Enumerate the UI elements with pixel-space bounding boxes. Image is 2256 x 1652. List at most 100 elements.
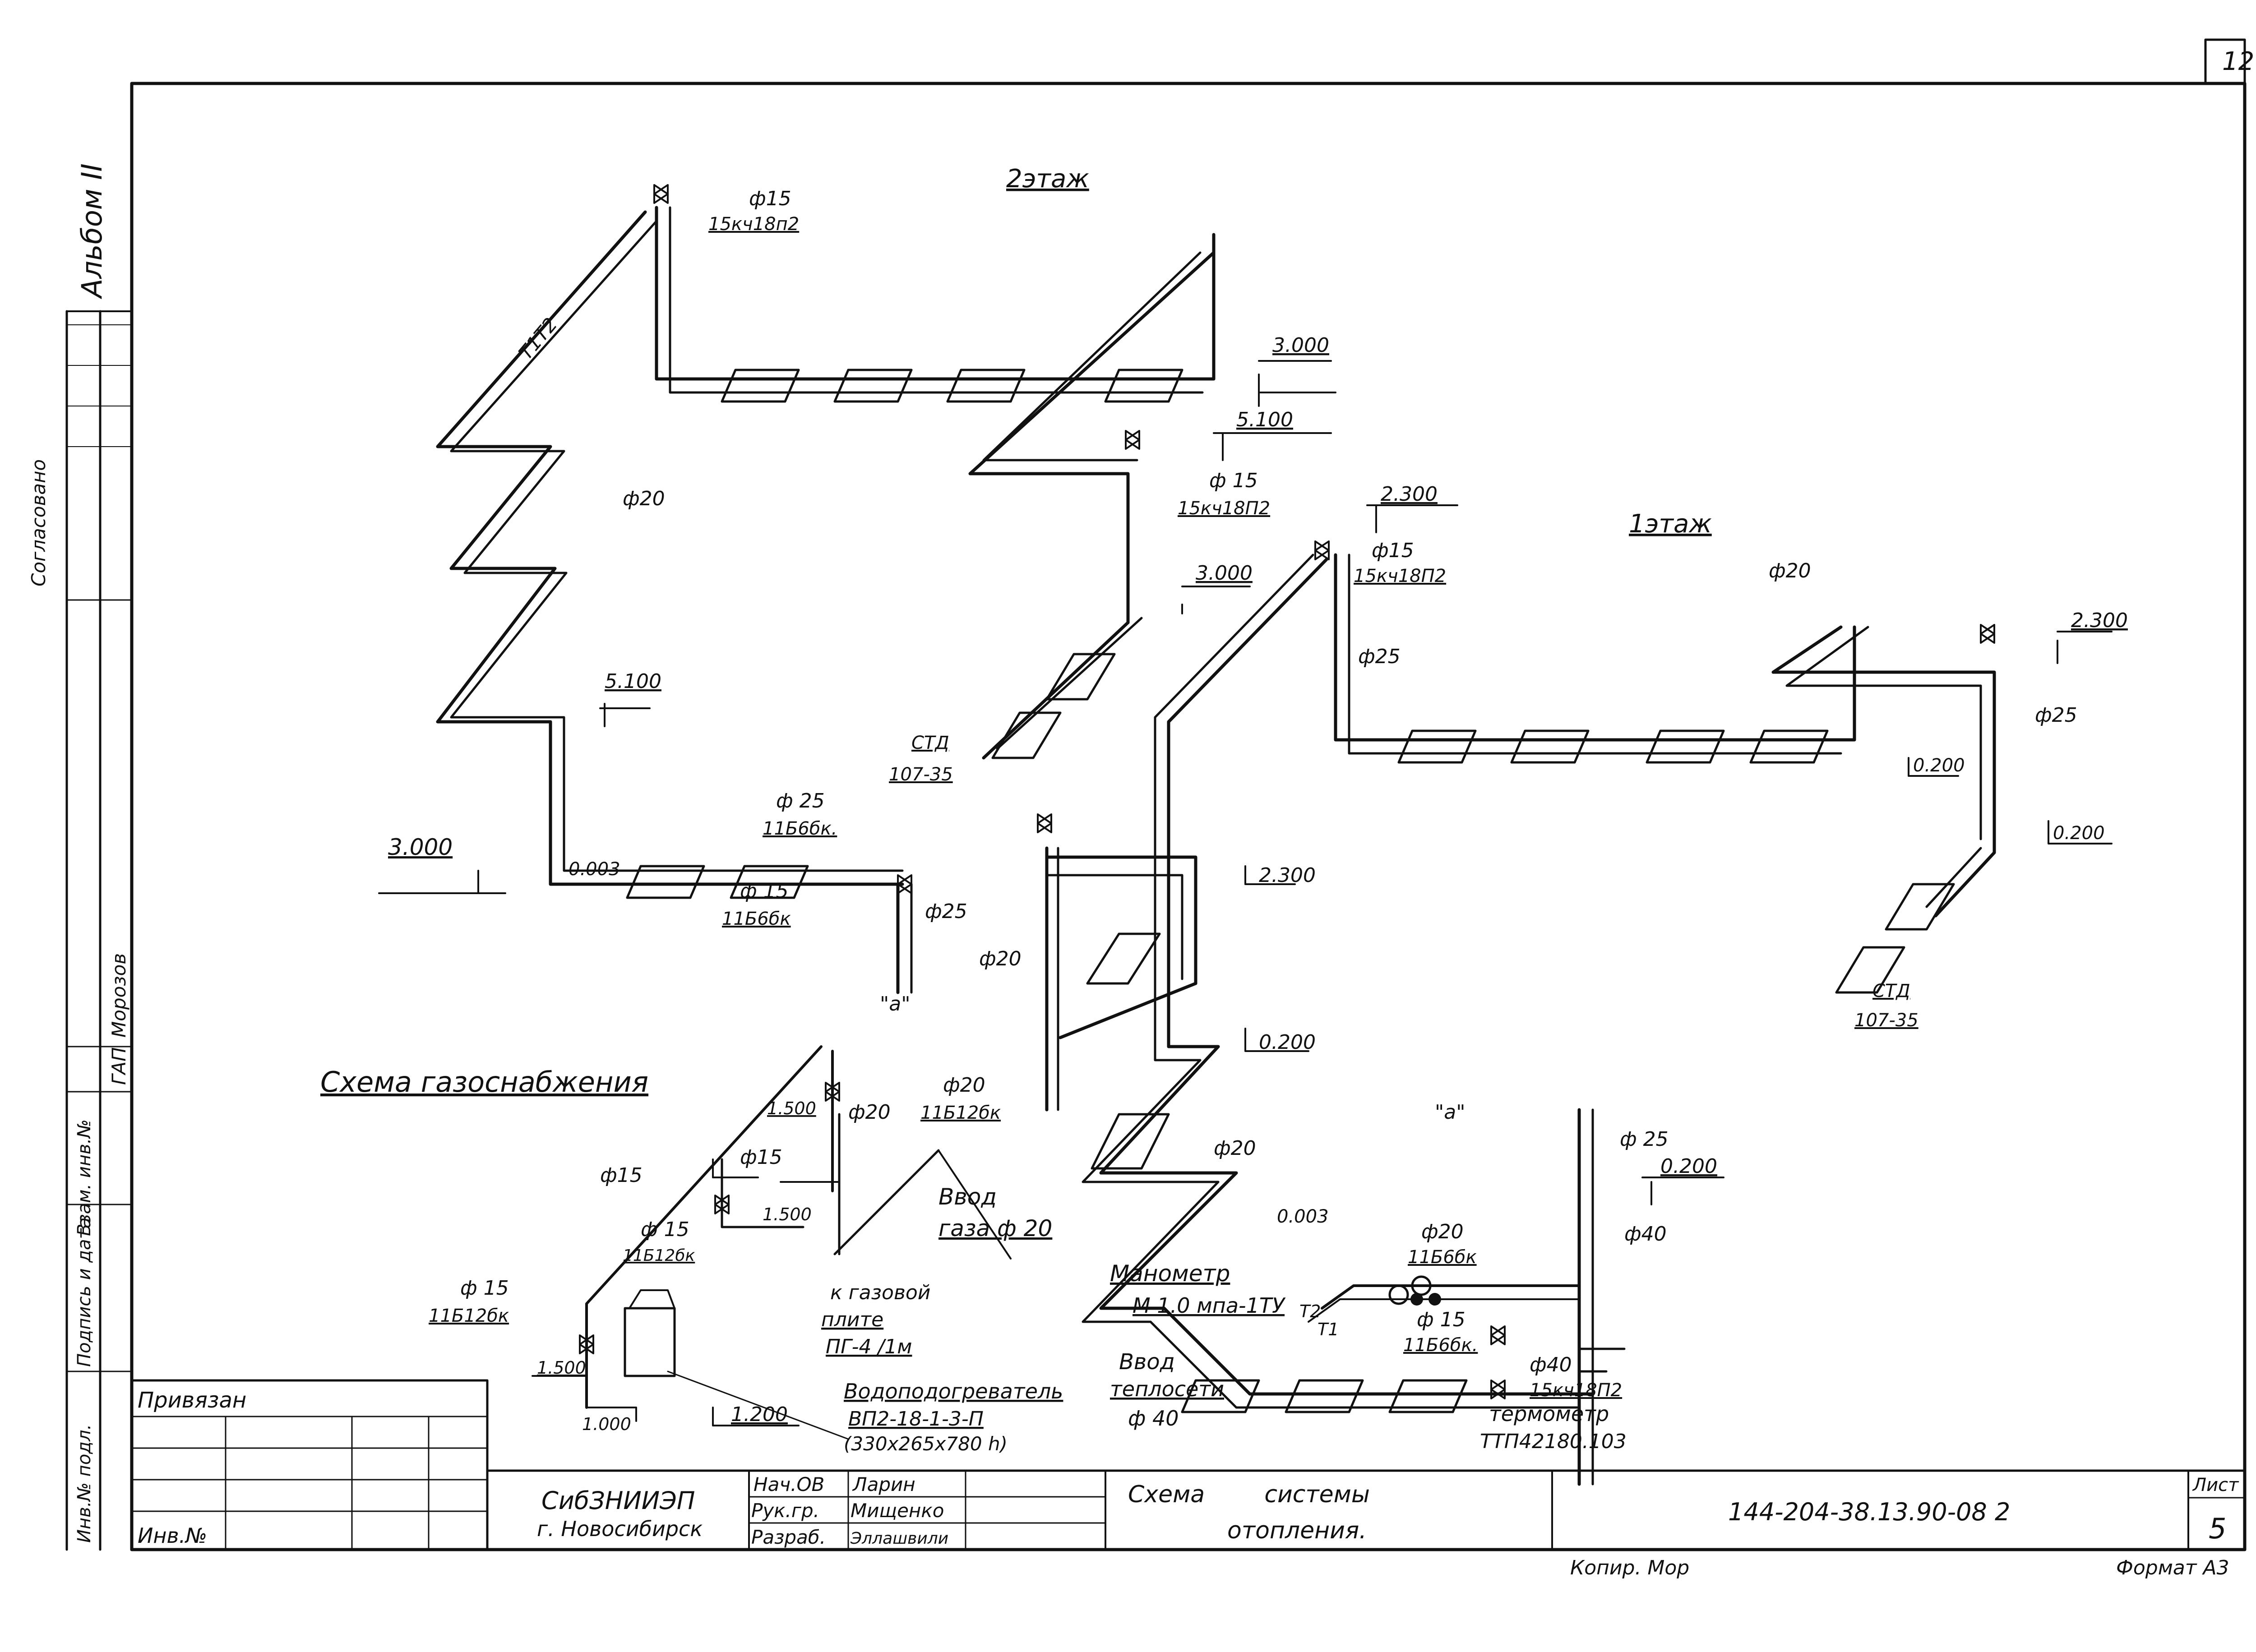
heater-b: ВП2-18-1-3-П: [848, 1407, 984, 1431]
gas-input-b: газа ф 20: [938, 1215, 1052, 1241]
riser-label: Т1Т2: [514, 314, 562, 364]
level-1500-c: 1.500: [537, 1358, 586, 1378]
t2-label: Т2: [1299, 1301, 1321, 1321]
manometer-b: М 1.0 мпа-1ТУ: [1133, 1293, 1286, 1318]
gas-piping: [585, 1045, 1012, 1440]
level-2300-c: 2.300: [2071, 609, 2128, 632]
label-valve-k: 15кч18П2: [1530, 1380, 1622, 1401]
label-d15-d: ф 15: [740, 880, 789, 903]
level-5100-a: 5.100: [1236, 408, 1293, 431]
name-2: Мищенко: [851, 1500, 944, 1522]
mark-a-2: "а": [1435, 1101, 1465, 1124]
role-3: Разраб.: [751, 1526, 826, 1548]
mark-a-1: "а": [880, 992, 910, 1015]
label-d20-e: ф20: [848, 1101, 891, 1124]
label-valve-b: 15кч18П2: [1178, 498, 1270, 519]
inv-no-label: Инв.№: [138, 1523, 207, 1548]
label-d15-h: ф 15: [460, 1277, 509, 1300]
inv-replace-label: Взам. инв.№: [74, 1119, 95, 1236]
label-d15-f: ф15: [600, 1164, 643, 1187]
label-d25-d: ф25: [925, 900, 967, 923]
label-valve-h: 11Б12бк: [429, 1306, 509, 1326]
label-d25-c: ф 25: [776, 789, 825, 812]
role-2: Рук.гр.: [751, 1500, 819, 1522]
label-valve-f: 11Б12бк: [920, 1103, 1001, 1123]
level-0200-b: 0.200: [1913, 755, 1965, 776]
heat-input-a: Ввод: [1119, 1349, 1175, 1375]
floor-2-label: 2этаж: [1006, 164, 1089, 194]
t1-label: Т1: [1318, 1320, 1339, 1339]
gas-input-a: Ввод: [938, 1184, 997, 1210]
agreed-label: Согласовано: [28, 459, 50, 586]
label-d20-a: ф20: [623, 487, 665, 510]
stove-b: плите: [821, 1308, 883, 1331]
level-0200-d: 0.200: [1660, 1155, 1717, 1178]
org-name: СибЗНИИЭП: [541, 1486, 695, 1515]
name-1: Ларин: [852, 1473, 915, 1495]
label-d20-b: ф20: [1769, 559, 1811, 582]
level-0200-c: 0.200: [2053, 823, 2105, 844]
label-valve-c: 15кч18П2: [1354, 566, 1446, 586]
org-city: г. Новосибирск: [537, 1517, 703, 1541]
label-d15-c: ф15: [1372, 539, 1414, 562]
label-d15-a: ф15: [749, 187, 791, 210]
manometer-a: Манометр: [1110, 1260, 1230, 1287]
label-d15-e: ф15: [740, 1146, 782, 1169]
gap-label: ГАП: [108, 1047, 130, 1085]
drawing-title-a: Схема системы: [1128, 1481, 1370, 1508]
side-strip: Альбом II Согласовано Морозов ГАП Взам. …: [28, 163, 133, 1551]
drawing-title-b: отопления.: [1227, 1517, 1367, 1544]
radiators: [626, 369, 1955, 1413]
stove-c: ПГ-4 /1м: [826, 1335, 912, 1358]
level-3000-c: 3.000: [388, 834, 453, 860]
name-3: Эллашвили: [850, 1529, 948, 1548]
heat-input-d40: ф 40: [1128, 1406, 1179, 1431]
label-d20-f: ф20: [1214, 1137, 1256, 1160]
std-b-2: 107-35: [1854, 1010, 1919, 1031]
std-a-1: СТД: [911, 733, 949, 753]
label-d15-g: ф 15: [641, 1218, 689, 1241]
level-2300-b: 2.300: [1259, 864, 1316, 887]
valve-icons: [579, 184, 1995, 1399]
thermometer-b: ТТП42180.103: [1480, 1430, 1627, 1453]
level-5100-b: 5.100: [605, 670, 661, 693]
label-d25-e: ф 25: [1620, 1128, 1669, 1151]
std-b-1: 107-35: [889, 764, 953, 785]
label-d40-b: ф40: [1530, 1353, 1572, 1376]
level-1500-b: 1.500: [763, 1204, 812, 1224]
level-3000-a: 3.000: [1272, 334, 1329, 357]
piping-floor-2: [436, 206, 1996, 1486]
level-1000: 1.000: [582, 1414, 631, 1434]
level-2300-a: 2.300: [1381, 483, 1438, 506]
label-d15-b: ф 15: [1209, 469, 1258, 492]
surname-label: Морозов: [108, 953, 130, 1038]
label-d20-d: ф20: [943, 1074, 985, 1097]
level-0200-a: 0.200: [1259, 1031, 1316, 1054]
heater-a: Водоподогреватель: [844, 1379, 1063, 1403]
label-d20-g: ф20: [1421, 1220, 1464, 1243]
label-d15-i: ф 15: [1417, 1308, 1465, 1331]
thermometer-a: термометр: [1489, 1402, 1609, 1426]
label-d20-c: ф20: [979, 947, 1022, 970]
copied-label: Копир. Мор: [1570, 1556, 1689, 1579]
sheet-number-top: 12: [2222, 47, 2254, 76]
sign-date-label: Подпись и дата: [74, 1218, 95, 1367]
level-1200: 1.200: [731, 1403, 788, 1426]
label-d25-a: ф25: [1358, 645, 1401, 668]
level-markers: [378, 360, 2113, 1426]
album-label: Альбом II: [75, 163, 108, 300]
label-valve-i: 11Б6бк: [1408, 1247, 1477, 1268]
level-0003-b: 0.003: [1277, 1206, 1329, 1227]
inner-frame: [130, 82, 2247, 1551]
list-label: Лист: [2192, 1475, 2239, 1495]
label-valve-e: 11Б6бк: [722, 909, 791, 929]
std-a-2: СТД: [1872, 981, 1910, 1001]
heat-input-b: теплосети: [1110, 1377, 1224, 1401]
level-0003-a: 0.003: [569, 859, 620, 880]
floor-1-label: 1этаж: [1629, 509, 1712, 539]
label-d40-a: ф40: [1624, 1223, 1667, 1246]
list-number: 5: [2209, 1512, 2226, 1545]
label-valve-j: 11Б6бк.: [1403, 1335, 1478, 1356]
level-3000-b: 3.000: [1196, 562, 1253, 585]
